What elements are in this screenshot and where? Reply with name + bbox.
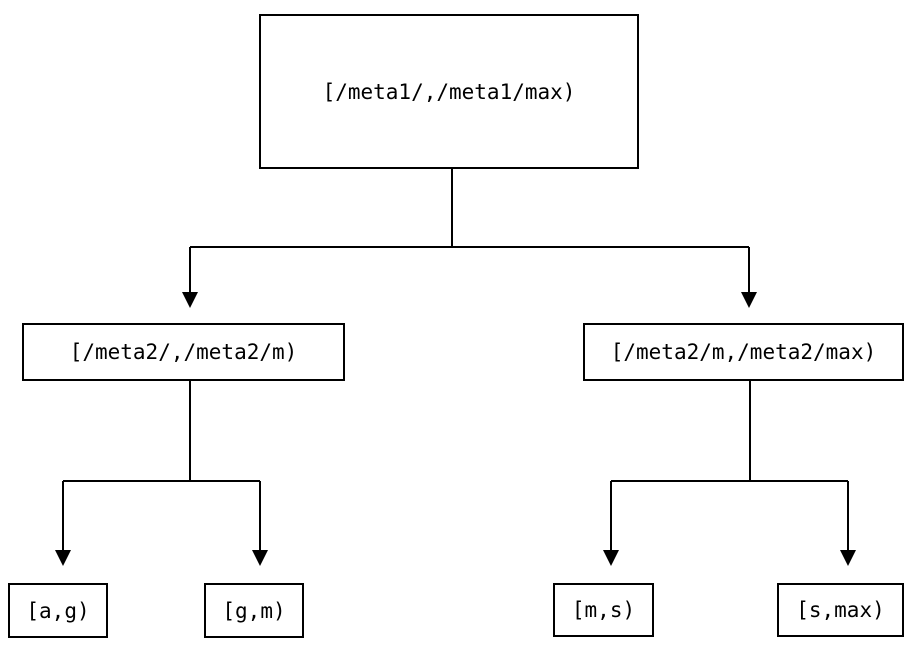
tree-node-meta2-low-label: [/meta2/,/meta2/m)	[69, 340, 298, 364]
tree-node-meta2-low: [/meta2/,/meta2/m)	[22, 323, 345, 381]
arrowhead-down-icon	[741, 292, 757, 308]
edge-root-branches	[182, 168, 757, 308]
arrowhead-down-icon	[182, 292, 198, 308]
edge-meta2-low-branches	[55, 381, 268, 566]
edge-meta2-high-branches	[603, 381, 856, 566]
tree-node-leaf-smax: [s,max)	[777, 583, 904, 637]
arrowhead-down-icon	[55, 550, 71, 566]
tree-node-leaf-gm-label: [g,m)	[222, 598, 286, 623]
tree-node-leaf-gm: [g,m)	[204, 583, 304, 638]
tree-node-leaf-ms-label: [m,s)	[571, 598, 636, 622]
arrowhead-down-icon	[603, 550, 619, 566]
tree-node-leaf-ag-label: [a,g)	[26, 598, 90, 623]
tree-node-meta2-high: [/meta2/m,/meta2/max)	[583, 323, 904, 381]
tree-node-leaf-ms: [m,s)	[553, 583, 654, 637]
tree-node-leaf-ag: [a,g)	[8, 583, 108, 638]
arrowhead-down-icon	[252, 550, 268, 566]
tree-node-root-label: [/meta1/,/meta1/max)	[322, 79, 576, 104]
tree-node-meta2-high-label: [/meta2/m,/meta2/max)	[610, 340, 877, 364]
tree-node-root: [/meta1/,/meta1/max)	[259, 14, 639, 169]
arrowhead-down-icon	[840, 550, 856, 566]
tree-node-leaf-smax-label: [s,max)	[796, 598, 885, 622]
